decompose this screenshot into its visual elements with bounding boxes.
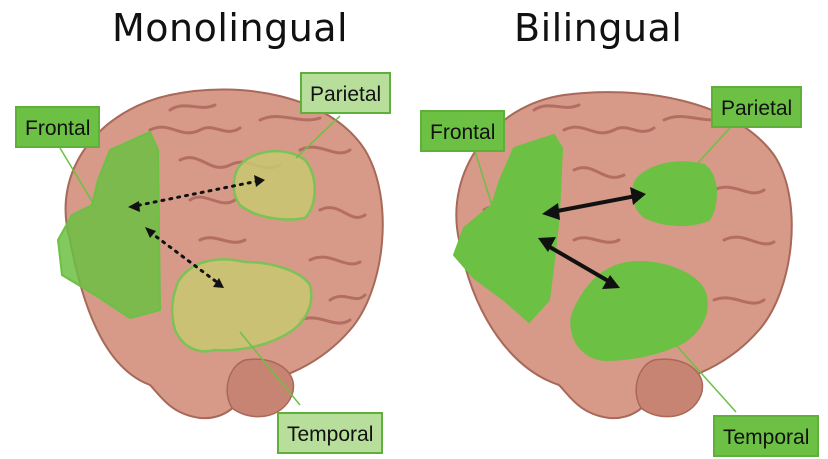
frontal-label: Frontal xyxy=(420,110,505,152)
bilingual-brain-diagram xyxy=(414,0,828,458)
bilingual-panel: Bilingual xyxy=(414,0,828,458)
parietal-label: Parietal xyxy=(711,86,802,128)
temporal-label: Temporal xyxy=(277,412,383,454)
monolingual-panel: Monolingual xyxy=(0,0,414,458)
monolingual-brain-diagram xyxy=(0,0,414,458)
parietal-region xyxy=(633,162,716,225)
cerebellum xyxy=(227,359,293,417)
temporal-label: Temporal xyxy=(713,415,819,457)
parietal-region xyxy=(234,151,315,219)
parietal-label: Parietal xyxy=(300,72,391,114)
frontal-region xyxy=(58,132,160,318)
frontal-label: Frontal xyxy=(15,106,100,148)
cerebellum xyxy=(636,359,702,417)
